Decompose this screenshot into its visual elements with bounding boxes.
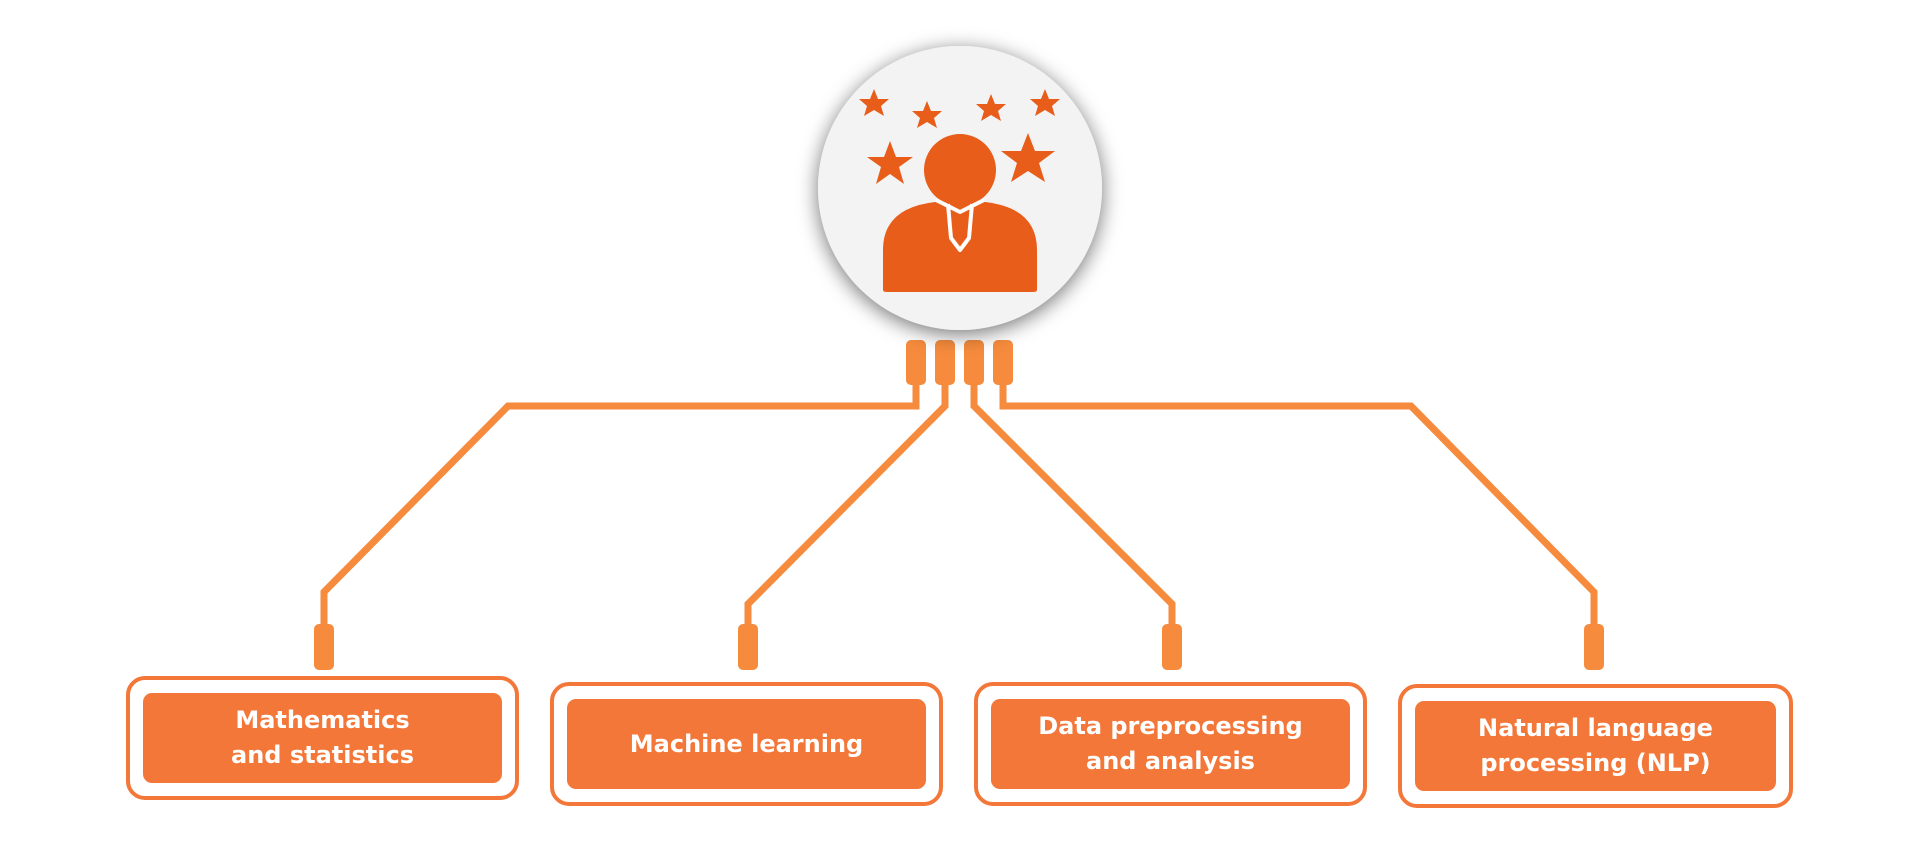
- wire-nlp: [999, 370, 1598, 640]
- topic-box-nlp: [1398, 684, 1793, 808]
- expert-person-with-stars-icon: [859, 89, 1060, 292]
- wire-mathematics: [320, 370, 920, 640]
- topic-box-mathematics: [126, 676, 519, 800]
- top-connector-3: [964, 340, 984, 385]
- topic-box-data-preprocessing: [974, 682, 1367, 806]
- wire-machine-learning: [744, 370, 949, 640]
- bottom-connector-data-preprocessing: [1162, 624, 1182, 670]
- bottom-connector-mathematics: [314, 624, 334, 670]
- topic-box-machine-learning: [550, 682, 943, 806]
- topic-label-machine-learning: Machine learning: [629, 729, 864, 758]
- bottom-connector-nlp: [1584, 624, 1604, 670]
- wire-data-preprocessing: [970, 370, 1176, 640]
- topic-label-data-preprocessing: Data preprocessing and analysis: [1038, 712, 1303, 775]
- topic-label-mathematics: Mathematics and statistics: [231, 706, 414, 769]
- topic-label-nlp: Natural language processing (NLP): [1478, 714, 1713, 777]
- top-connector-1: [906, 340, 926, 385]
- top-connector-2: [935, 340, 955, 385]
- top-connector-4: [993, 340, 1013, 385]
- bottom-connector-machine-learning: [738, 624, 758, 670]
